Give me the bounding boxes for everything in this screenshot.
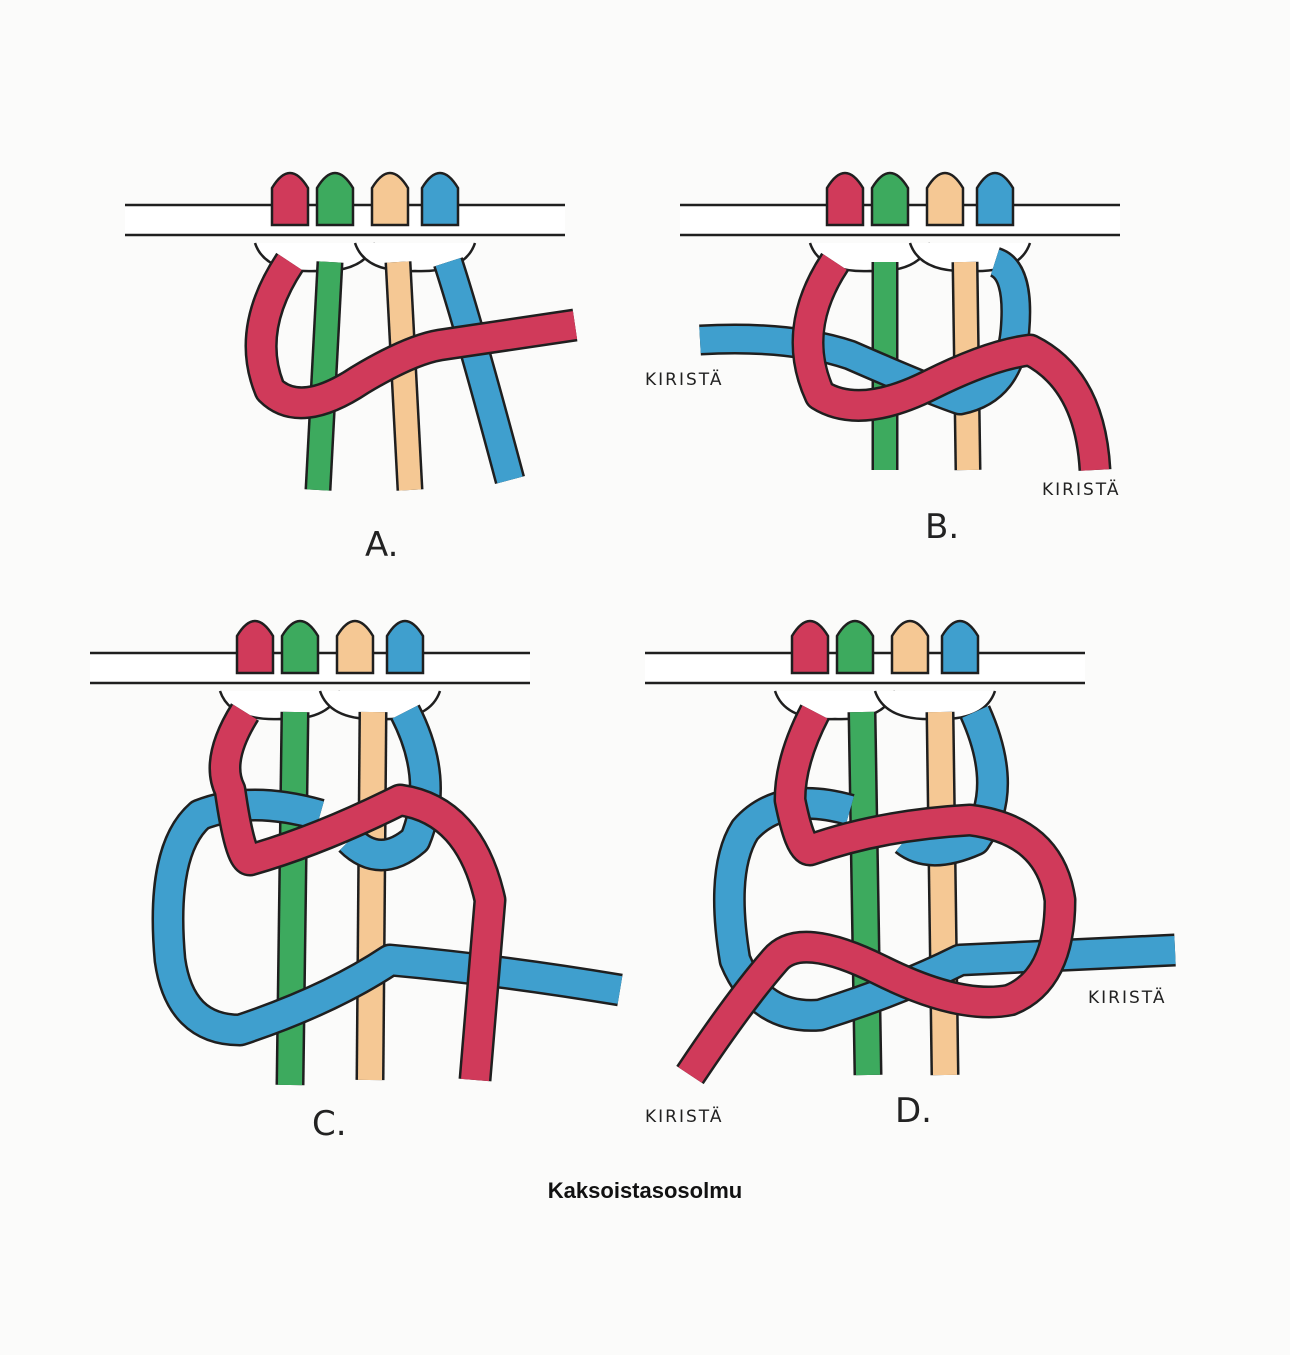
panel-d-red-cord	[678, 705, 1074, 1083]
panel-d-green-cord	[850, 711, 880, 1076]
panel-a-green-cord	[307, 261, 341, 491]
panel-a	[125, 171, 578, 491]
panel-a-peach-loop	[370, 171, 410, 227]
step-label-b: B.	[925, 507, 959, 547]
panel-c-peach-cord	[358, 711, 385, 1081]
panel-d-peach-loop	[890, 619, 930, 675]
panel-a-blue-loop	[420, 171, 460, 227]
panel-c-green-loop	[280, 619, 320, 675]
panel-b	[680, 171, 1120, 472]
panel-b-red-cord	[794, 254, 1109, 471]
step-label-d: D.	[895, 1091, 932, 1131]
panel-b-peach-loop	[925, 171, 965, 227]
pull-label-d-right: KIRISTÄ	[1088, 987, 1166, 1008]
panel-c-red-loop	[235, 619, 275, 675]
panel-d-peach-cord	[928, 711, 957, 1076]
panel-b-blue-loop	[975, 171, 1015, 227]
panel-a-blue-cord	[435, 257, 523, 484]
step-label-c: C.	[312, 1104, 347, 1144]
pull-label-d-left: KIRISTÄ	[645, 1106, 723, 1127]
panel-a-red-cord	[247, 254, 578, 417]
panel-d	[645, 619, 1176, 1085]
panel-b-green-loop	[870, 171, 910, 227]
diagram-title: Kaksoistasosolmu	[547, 1178, 743, 1203]
panel-a-red-loop	[270, 171, 310, 227]
pull-label-b-right: KIRISTÄ	[1042, 479, 1120, 500]
panel-c-blue-cord	[154, 705, 623, 1044]
panel-c-red-cord	[211, 704, 504, 1082]
panel-d-green-loop	[835, 619, 875, 675]
panel-c-peach-loop	[335, 619, 375, 675]
panel-d-red-loop	[790, 619, 830, 675]
panel-c-blue-loop	[385, 619, 425, 675]
panel-a-peach-cord	[387, 261, 421, 491]
panel-d-blue-loop	[940, 619, 980, 675]
panel-a-green-loop	[315, 171, 355, 227]
panel-b-red-loop	[825, 171, 865, 227]
step-label-a: A.	[365, 525, 398, 565]
panel-c	[90, 619, 623, 1086]
pull-label-b-left: KIRISTÄ	[645, 369, 723, 390]
